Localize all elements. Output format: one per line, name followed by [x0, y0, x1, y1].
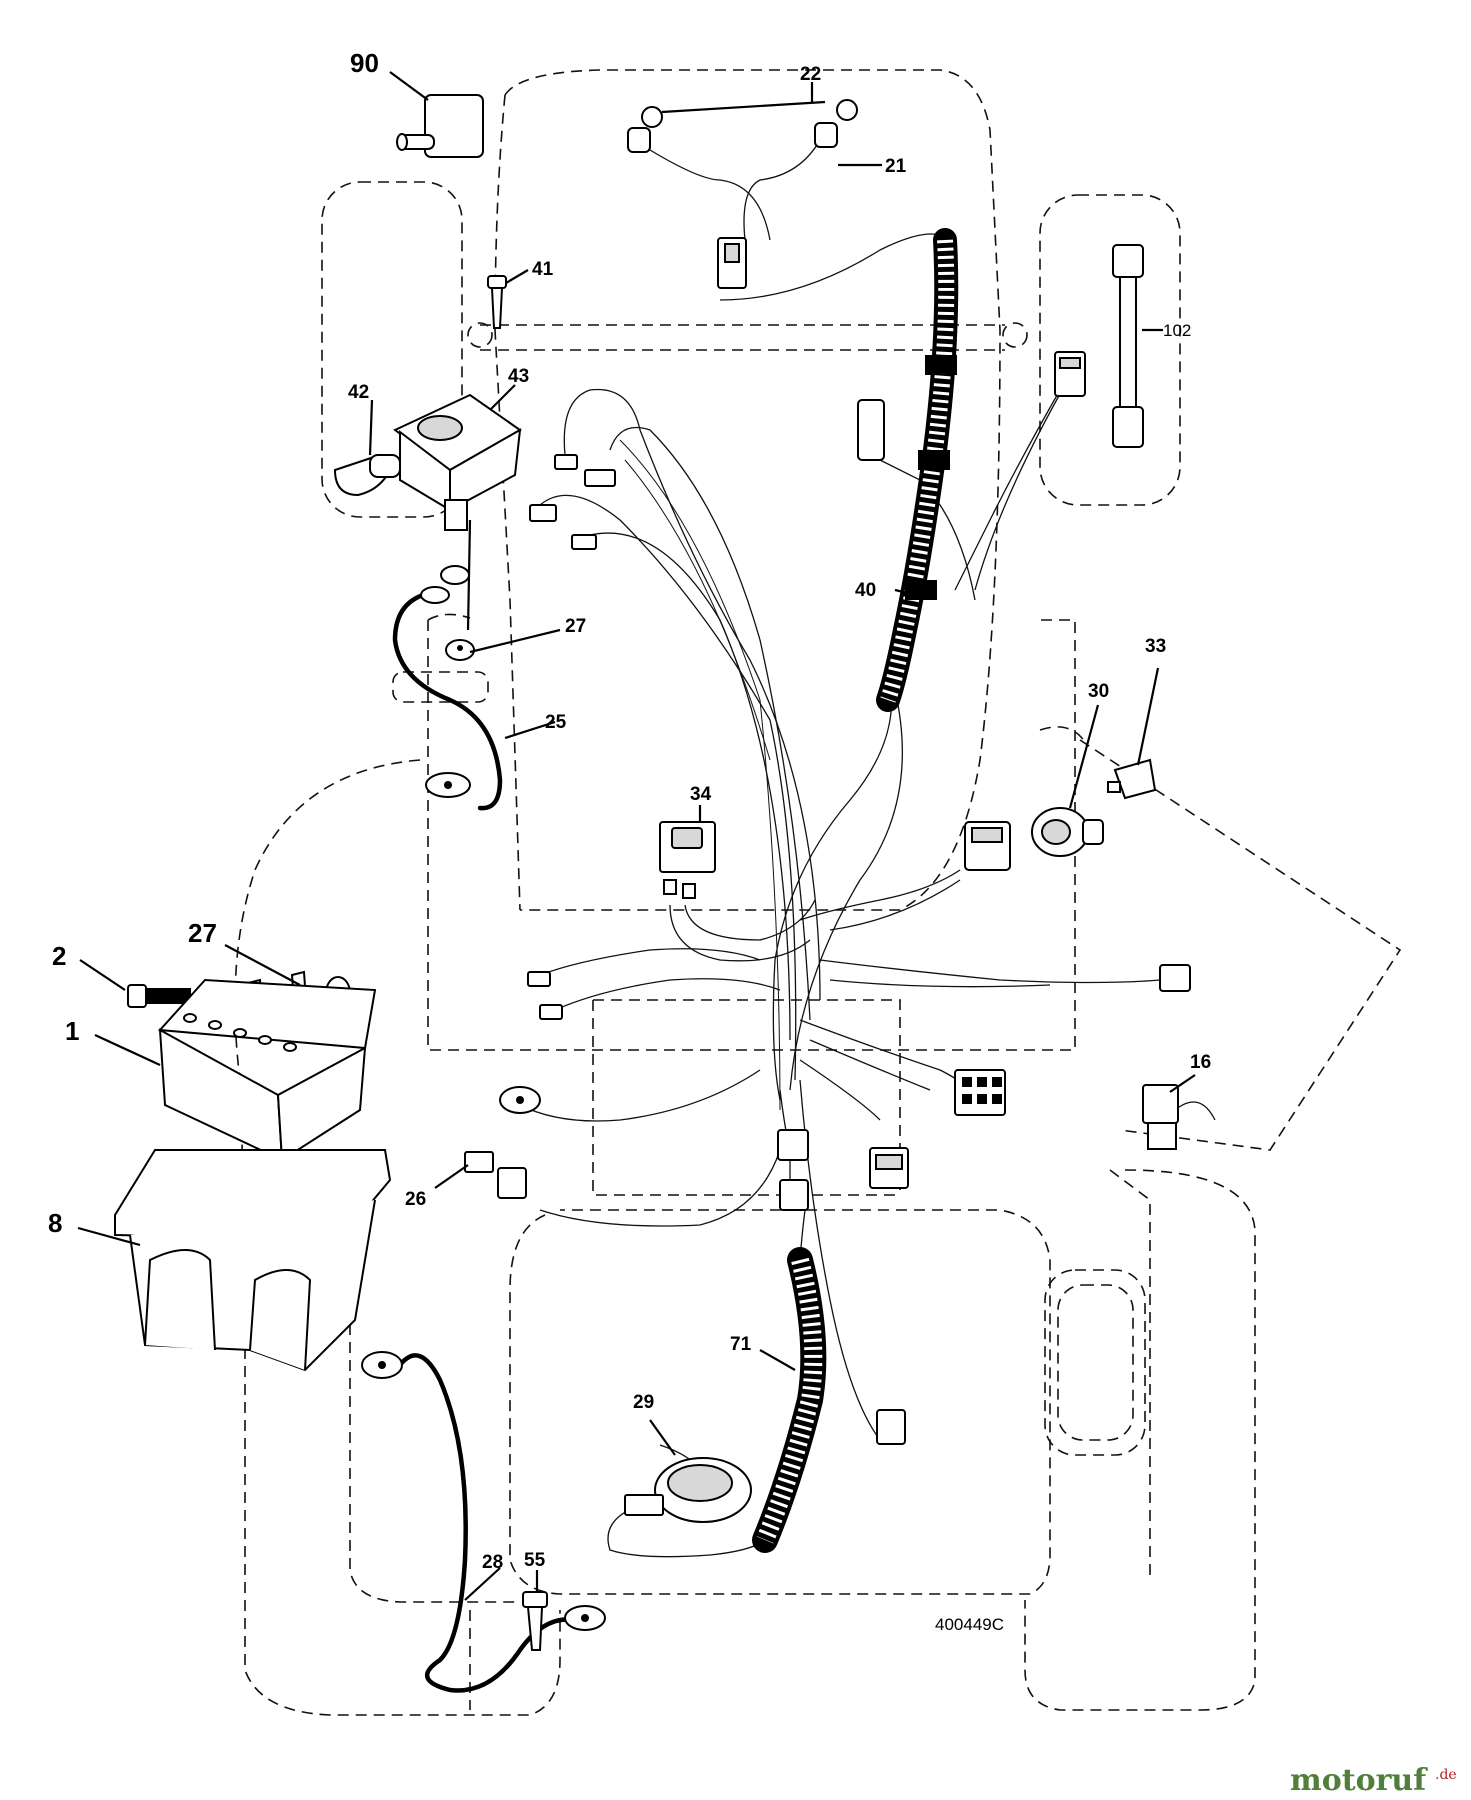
label-part-33: 33 [1145, 636, 1166, 657]
part-labels: 90 22 21 41 43 42 102 40 27 25 33 30 34 … [48, 48, 1211, 1573]
label-part-1: 1 [65, 1016, 79, 1046]
chassis-outline [234, 69, 1402, 1716]
part-55-screw [522, 1591, 548, 1651]
label-part-40: 40 [855, 580, 876, 601]
harness-connector-side [1159, 964, 1191, 992]
harness-wires [519, 139, 1216, 1558]
watermark: motoruf .de [1290, 1763, 1457, 1798]
harness-connector-30 [964, 821, 1011, 871]
label-part-102: 102 [1163, 321, 1191, 340]
label-part-28: 28 [482, 1552, 503, 1573]
label-part-21: 21 [885, 156, 907, 177]
label-part-8: 8 [48, 1208, 62, 1238]
label-part-42: 42 [348, 382, 369, 403]
part-34-switch [659, 821, 716, 899]
diagram-code: 400449C [935, 1615, 1004, 1634]
watermark-suffix: .de [1435, 1767, 1457, 1783]
part-26-fuse [464, 1151, 527, 1199]
part-102-jumper [1112, 244, 1144, 448]
label-part-30: 30 [1088, 681, 1109, 702]
part-25-cable-lug [425, 772, 471, 798]
harness-connectors-lower [499, 971, 563, 1114]
harness-connector-4pin [869, 1147, 909, 1189]
part-16-relay [1142, 1084, 1179, 1150]
label-part-90: 90 [350, 48, 379, 78]
label-part-25: 25 [545, 712, 567, 733]
part-28-cable-ends [361, 1351, 606, 1631]
label-part-29: 29 [633, 1392, 654, 1413]
part-22-bulbs [627, 99, 858, 153]
part-30-ignition-switch [1031, 807, 1104, 857]
part-33-key [1107, 758, 1157, 800]
part-1-battery [157, 978, 377, 1162]
part-27-nut-upper [420, 565, 475, 661]
loom-40 [876, 228, 959, 712]
label-part-43: 43 [508, 366, 529, 387]
label-part-26: 26 [405, 1189, 426, 1210]
part-43-solenoid [393, 393, 522, 631]
part-90-switch [396, 94, 484, 158]
label-part-22: 22 [800, 64, 821, 85]
label-part-27-lower: 27 [188, 918, 217, 948]
harness-connector-6pin [954, 1069, 1006, 1116]
part-29-mount [624, 1457, 752, 1523]
label-part-16: 16 [1190, 1052, 1211, 1073]
harness-connectors-mid [777, 1129, 906, 1445]
part-41-screw [487, 275, 507, 329]
part-21-connector [717, 237, 747, 289]
part-42-boot [333, 453, 401, 497]
label-part-34: 34 [690, 784, 712, 805]
part-8-battery-tray [114, 1149, 392, 1372]
label-part-71: 71 [730, 1334, 752, 1355]
label-part-27-upper: 27 [565, 616, 586, 637]
leader-lines [77, 71, 1196, 1601]
part-2-bolt [127, 984, 191, 1008]
harness-connectors-upper [529, 399, 885, 550]
label-part-41: 41 [532, 259, 554, 280]
label-part-2: 2 [52, 941, 66, 971]
label-part-55: 55 [524, 1550, 546, 1571]
harness-connector-right [1054, 351, 1086, 397]
battery-cables [392, 592, 578, 1693]
watermark-brand: motoruf [1290, 1763, 1428, 1798]
loom-71 [752, 1247, 827, 1553]
